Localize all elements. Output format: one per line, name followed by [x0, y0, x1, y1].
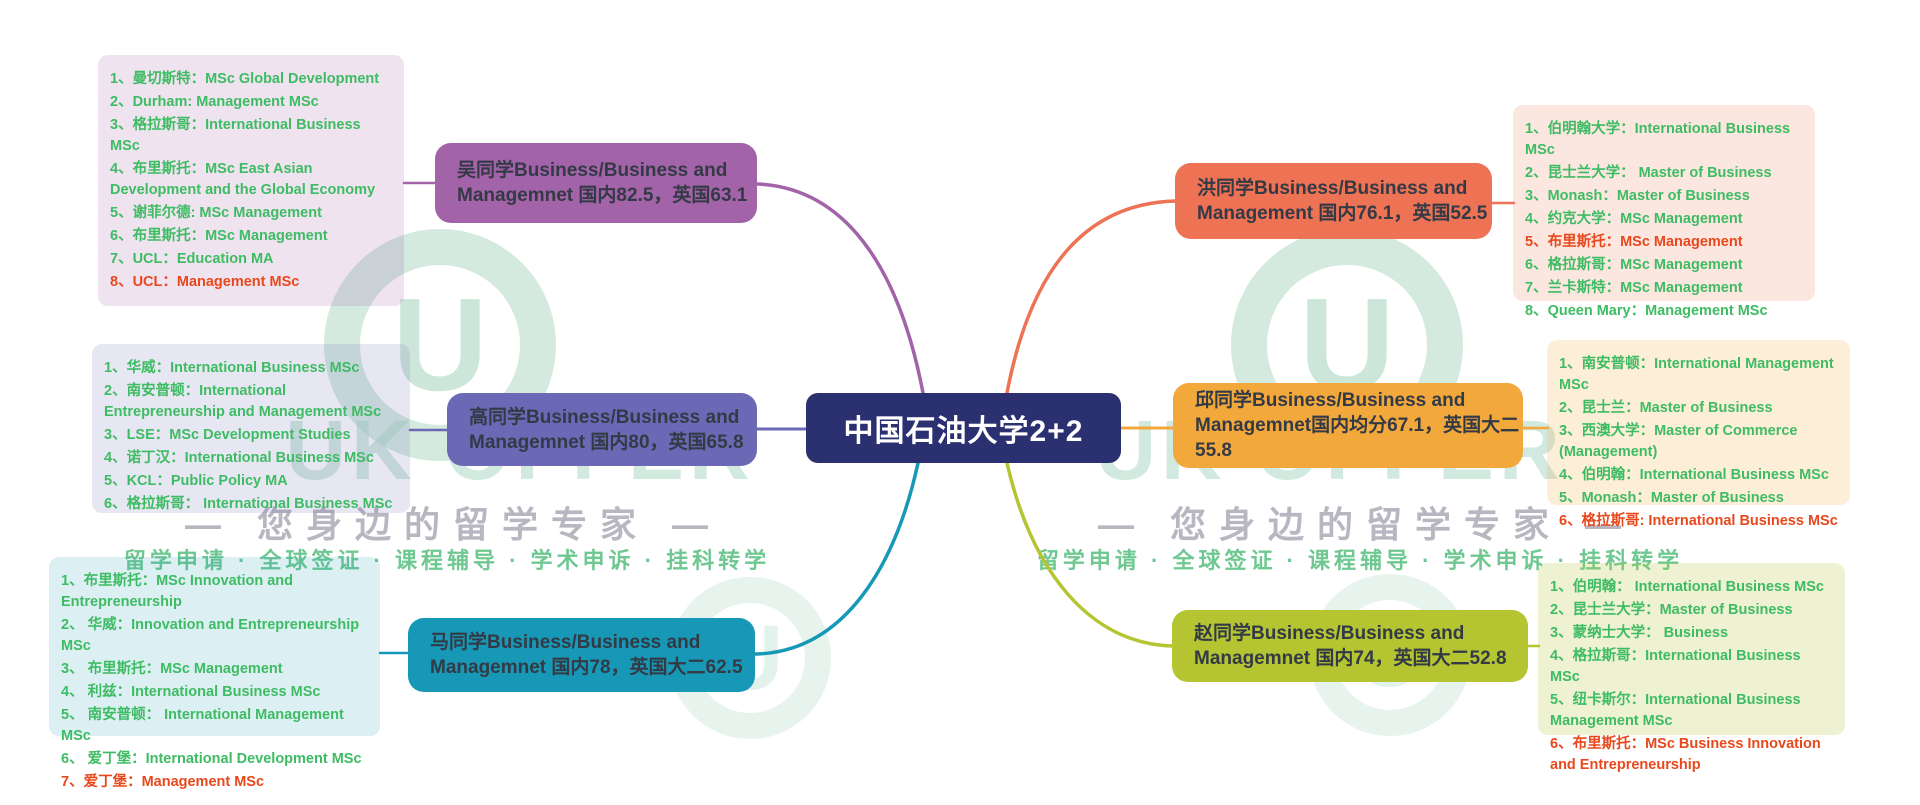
offer-item: 4、格拉斯哥：International Business MSc: [1550, 648, 1801, 685]
central-topic[interactable]: 中国石油大学2+2: [806, 393, 1121, 463]
offer-item: 3、Monash：Master of Business: [1525, 188, 1750, 204]
topic-student-gao[interactable]: 高同学Business/Business and Managemnet 国内80…: [447, 393, 757, 466]
offer-item: 5、谢菲尔德: MSc Management: [110, 205, 322, 221]
offer-item: 5、纽卡斯尔：International Business Management…: [1550, 692, 1801, 729]
topic-text-line: Managemnet 国内78，英国大二62.5: [430, 657, 743, 678]
offer-item: 1、伯明翰： International Business MSc: [1550, 579, 1824, 595]
offer-item: 1、华威：International Business MSc: [104, 360, 360, 376]
topic-student-qiu[interactable]: 邱同学Business/Business and Managemnet国内均分6…: [1173, 383, 1523, 468]
topic-text-line: 高同学Business/Business and: [469, 406, 740, 428]
offers-list-wu[interactable]: 1、曼切斯特：MSc Global Development 2、Durham: M…: [98, 55, 404, 306]
offer-item: 3、西澳大学：Master of Commerce (Management): [1559, 423, 1798, 460]
offer-item: 4、约克大学：MSc Management: [1525, 211, 1743, 227]
offer-item: 6、格拉斯哥: International Business MSc: [1559, 513, 1838, 529]
offer-item: 3、蒙纳士大学： Business: [1550, 625, 1729, 641]
offer-item: 4、布里斯托：MSc East Asian Development and th…: [110, 161, 376, 198]
offer-item: 6、布里斯托：MSc Business Innovation and Entre…: [1550, 736, 1821, 773]
offer-item: 5、 南安普顿： International Management MSc: [61, 707, 344, 744]
topic-student-wu[interactable]: 吴同学Business/Business and Managemnet 国内82…: [435, 143, 757, 223]
offers-list-gao[interactable]: 1、华威：International Business MSc 2、南安普顿：In…: [92, 344, 410, 513]
offer-item: 4、伯明翰：International Business MSc: [1559, 467, 1829, 483]
topic-student-ma[interactable]: 马同学Business/Business and Managemnet 国内78…: [408, 618, 755, 692]
offer-item: 5、Monash：Master of Business: [1559, 490, 1784, 506]
topic-text-line: 邱同学Business/Business and: [1195, 390, 1466, 411]
offer-item: 1、南安普顿：International Management MSc: [1559, 356, 1834, 393]
offer-item: 5、布里斯托：MSc Management: [1525, 234, 1743, 250]
topic-text-line: 赵同学Business/Business and: [1194, 623, 1465, 644]
offer-item: 2、昆士兰大学：Master of Business: [1550, 602, 1793, 618]
offer-item: 2、Durham: Management MSc: [110, 94, 319, 110]
offer-item: 3、LSE：MSc Development Studies: [104, 427, 351, 443]
topic-text-line: Managemnet国内均分67.1，英国大二: [1195, 415, 1520, 436]
central-topic-label: 中国石油大学2+2: [843, 415, 1084, 448]
watermark-tagline: 留学申请 · 全球签证 · 课程辅导 · 学术申诉 · 挂科转学: [123, 548, 771, 573]
logo-u-glyph: U: [392, 271, 488, 418]
offer-item: 6、 爱丁堡：International Development MSc: [61, 751, 362, 767]
offer-item: 7、兰卡斯特：MSc Management: [1525, 280, 1743, 296]
topic-text-line: Managemnet 国内74，英国大二52.8: [1194, 648, 1507, 669]
topic-text-line: 吴同学Business/Business and: [457, 160, 728, 181]
offer-item: 2、昆士兰大学： Master of Business: [1525, 165, 1772, 181]
offer-item: 1、曼切斯特：MSc Global Development: [110, 71, 380, 87]
offer-item: 6、格拉斯哥： International Business MSc: [104, 496, 393, 512]
connector-center-wu: [756, 182, 925, 395]
connector-center-zhao: [1005, 461, 1175, 648]
topic-text-line: Management 国内76.1，英国52.5: [1197, 203, 1488, 224]
watermark-tagline: 留学申请 · 全球签证 · 课程辅导 · 学术申诉 · 挂科转学: [1036, 548, 1684, 573]
offer-item: 4、 利兹：International Business MSc: [61, 684, 321, 700]
topic-text-line: Managemnet 国内82.5，英国63.1: [457, 185, 748, 206]
offer-item: 4、诺丁汉：International Business MSc: [104, 450, 374, 466]
offers-list-ma[interactable]: 1、布里斯托：MSc Innovation and Entrepreneursh…: [49, 557, 380, 790]
offer-item: 3、 布里斯托：MSc Management: [61, 661, 283, 677]
offer-item: 1、伯明翰大学：International Business MSc: [1525, 121, 1791, 158]
offers-list-zhao[interactable]: 1、伯明翰： International Business MSc 2、昆士兰大学…: [1538, 563, 1845, 773]
watermark-headline: — 您身边的留学专家 —: [1097, 504, 1635, 545]
offer-item: 7、爱丁堡：Management MSc: [61, 774, 265, 790]
connector-center-ma: [754, 461, 920, 656]
connector-center-hong: [1005, 199, 1178, 395]
offers-list-hong[interactable]: 1、伯明翰大学：International Business MSc 2、昆士兰大…: [1513, 105, 1815, 319]
offer-item: 5、KCL：Public Policy MA: [104, 473, 288, 489]
topic-text-line: 55.8: [1195, 440, 1232, 461]
offers-list-qiu[interactable]: 1、南安普顿：International Management MSc 2、昆士兰…: [1547, 340, 1850, 529]
topic-student-hong[interactable]: 洪同学Business/Business and Management 国内76…: [1175, 163, 1492, 239]
offer-item: 7、UCL：Education MA: [110, 251, 274, 267]
offer-item: 2、 华威：Innovation and Entrepreneurship MS…: [61, 617, 360, 654]
topic-text-line: 洪同学Business/Business and: [1197, 178, 1468, 199]
topic-text-line: Managemnet 国内80，英国65.8: [469, 431, 744, 453]
offer-item: 6、格拉斯哥：MSc Management: [1525, 257, 1743, 273]
watermark-headline: — 您身边的留学专家 —: [184, 504, 722, 545]
offer-item: 2、南安普顿：International Entrepreneurship an…: [104, 383, 382, 420]
offer-item: 3、格拉斯哥：International Business MSc: [110, 117, 361, 154]
offer-item: 1、布里斯托：MSc Innovation and Entrepreneursh…: [61, 573, 294, 610]
topic-student-zhao[interactable]: 赵同学Business/Business and Managemnet 国内74…: [1172, 610, 1528, 682]
topic-text-line: 马同学Business/Business and: [430, 632, 701, 653]
offer-item: 8、UCL：Management MSc: [110, 274, 300, 290]
offer-item: 6、布里斯托：MSc Management: [110, 228, 328, 244]
offer-item: 8、Queen Mary：Management MSc: [1525, 303, 1768, 319]
offer-item: 2、昆士兰：Master of Business: [1559, 400, 1773, 416]
